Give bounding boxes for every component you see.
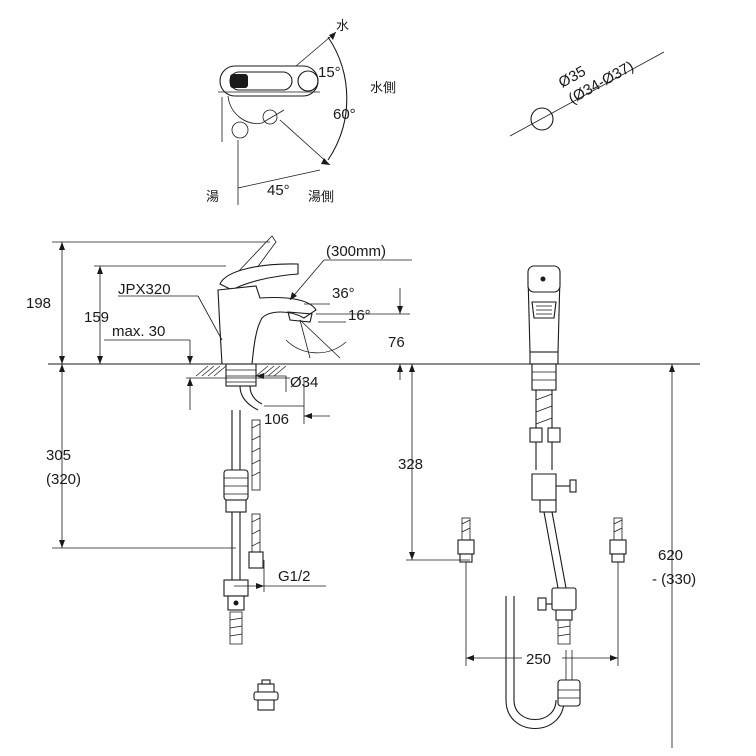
label-angle-45: 45° [267,182,290,199]
handle-top-knob [297,70,319,92]
label-angle-16: 16° [348,307,371,324]
label-dim-305: 305 [46,447,71,464]
side-view-dimensions: 198 159 JPX320 max. 30 (300mm) 36° 16° [26,241,412,592]
label-dim-159: 159 [84,309,109,326]
side-spout-tip [287,311,313,323]
side-flex-hose [239,385,259,411]
label-hot: 湯 [206,190,219,205]
label-dim-330: - (330) [652,571,696,588]
label-dim-198: 198 [26,295,51,312]
hot-direction-line [279,119,331,166]
label-angle-15: 15° [318,64,341,81]
front-base [529,351,559,365]
front-u-hose-coupler [557,679,581,707]
spout-angle-arc [285,339,347,354]
front-diagonal-pipe [543,511,567,589]
label-thread: G1/2 [278,568,311,585]
mounting-hole-leader [509,51,665,137]
label-dim-320: (320) [46,471,81,488]
side-mount-nut [225,363,257,387]
braided-hose-upper [251,419,261,491]
front-aerator-mesh [536,305,552,315]
side-valve-body [223,469,249,501]
front-valve-collar [539,499,557,513]
front-handle-dot [540,276,546,282]
front-lower-nut [555,609,573,621]
side-connector-g12 [248,551,264,569]
front-hose-connector-b [547,427,561,443]
loose-fitting [253,679,279,711]
label-hose-length: (300mm) [326,243,386,260]
label-dim-328: 328 [398,456,423,473]
arrow-hot [321,158,330,165]
front-mount-thread [532,371,556,381]
countertop-hatch-left [195,365,227,377]
front-u-hose [505,596,565,730]
side-flex-hose-outer [249,385,263,405]
front-lower-valve [551,587,577,611]
front-valve-side-port [569,479,577,493]
angle-45-line [237,169,321,189]
side-mount-thread [226,369,256,383]
label-model: JPX320 [118,281,171,298]
label-angle-60: 60° [333,106,356,123]
front-lower-thread [557,619,571,645]
label-dim-250: 250 [526,651,551,668]
braided-hose-lower-pattern [251,517,261,547]
rotation-arc [327,36,348,161]
side-bottom-connector [223,579,249,597]
label-water-side: 水側 [370,81,396,96]
front-hose-connector-a [529,427,543,443]
front-left-stub [457,517,475,666]
label-dim-76: 76 [388,334,405,351]
side-bottom-thread [229,611,243,645]
front-mount-nut [531,363,557,391]
mounting-hole-circle [530,107,554,131]
side-view-faucet [186,235,347,711]
label-dim-106: 106 [264,411,289,428]
front-view-dimensions: 328 620 - (330) 250 [398,364,696,748]
top-view-handle-rotation: 水 15° 水側 60° 湯 45° 湯側 [206,19,396,205]
front-valve-block [531,473,557,501]
flow-line-16 [299,319,341,359]
mounting-hole-detail: Ø35 (Ø34-Ø37) [509,51,665,137]
side-valve-cap [225,499,247,513]
water-direction-line [295,31,337,67]
side-body [217,285,317,365]
label-angle-36: 36° [332,285,355,302]
front-braid-pattern [535,393,553,425]
label-hot-side: 湯側 [308,190,334,205]
side-handle [219,263,299,291]
handle-top-lever-dark [230,74,248,88]
front-view-faucet [457,265,627,730]
label-max-30: max. 30 [112,323,165,340]
side-bottom-marker [233,600,239,606]
label-dim-620: 620 [658,547,683,564]
front-right-stub [609,517,627,666]
handle-rotated-ghost [221,95,285,142]
front-u-hose-inner [513,596,557,721]
arrow-water [329,32,336,40]
label-water: 水 [336,19,349,34]
braided-hose-upper-pattern [251,423,261,477]
side-valve-ribs [224,477,248,495]
